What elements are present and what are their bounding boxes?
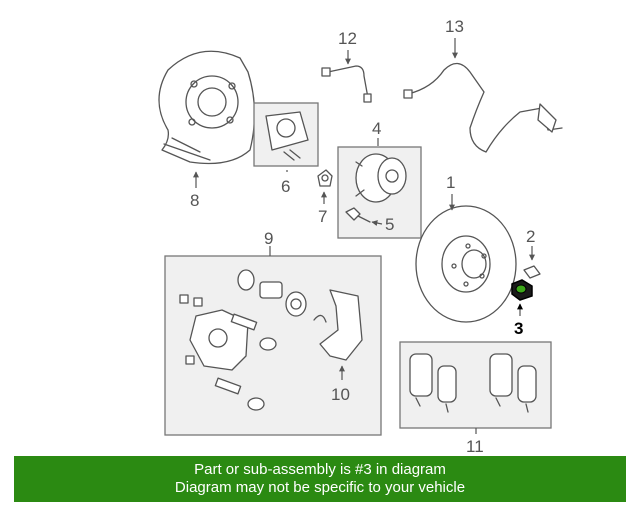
nut-part-7 xyxy=(317,169,333,187)
callout-12: 12 xyxy=(338,29,357,48)
callout-9: 9 xyxy=(264,229,273,248)
banner-line-2: Diagram may not be specific to your vehi… xyxy=(174,479,466,496)
highlighted-part-3 xyxy=(511,279,533,301)
hub-assembly-part xyxy=(355,153,407,203)
brake-hose-part xyxy=(321,65,372,103)
callout-8: 8 xyxy=(190,191,199,210)
callout-1: 1 xyxy=(446,173,455,192)
plug-part-2 xyxy=(523,265,541,279)
callout-7: 7 xyxy=(318,207,327,226)
bolt-part-5 xyxy=(345,207,371,223)
brake-pads-part xyxy=(409,353,537,413)
caliper-kit-parts xyxy=(179,269,363,411)
abs-sensor-part xyxy=(403,62,563,153)
callout-10: 10 xyxy=(331,385,350,404)
dust-shield-part xyxy=(158,50,256,165)
banner-line-1: Part or sub-assembly is #3 in diagram xyxy=(194,461,446,478)
callout-4: 4 xyxy=(372,119,381,138)
hub-flange-part xyxy=(265,111,309,161)
callout-11: 11 xyxy=(466,437,484,456)
callout-6: 6 xyxy=(281,177,290,196)
callout-2: 2 xyxy=(526,227,535,246)
info-banner: Part or sub-assembly is #3 in diagram Di… xyxy=(14,456,626,502)
callout-13: 13 xyxy=(445,17,464,36)
parts-diagram: 8 6 7 12 13 4 5 xyxy=(158,17,563,456)
brake-rotor-part xyxy=(415,205,517,323)
callout-3: 3 xyxy=(514,319,523,338)
callout-5: 5 xyxy=(385,215,394,234)
